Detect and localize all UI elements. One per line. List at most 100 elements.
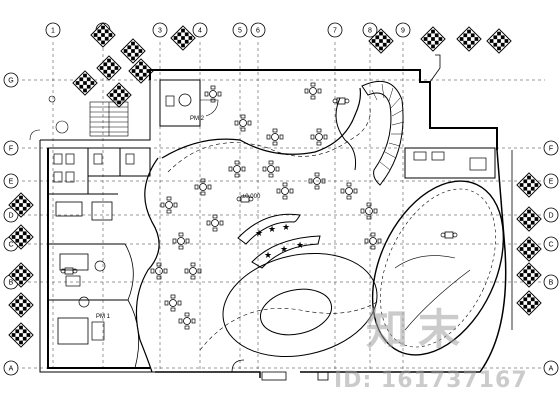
grid-label-right: C: [548, 242, 553, 249]
section-tag: [8, 322, 34, 348]
left-rooms: [47, 147, 151, 369]
grid-bubble: [45, 22, 61, 38]
section-tag: [516, 206, 542, 232]
table: [364, 232, 382, 250]
table: [304, 82, 322, 100]
elevation-label: ±0.000: [242, 194, 261, 200]
grid-bubble: [543, 236, 559, 252]
table: [164, 294, 182, 312]
grid-bubble: [543, 140, 559, 156]
grid-label-right: E: [549, 179, 554, 186]
grid-bubble: [250, 22, 266, 38]
room-label-pm1: PM 1: [96, 314, 111, 320]
landscape-trees: [48, 95, 69, 134]
table: [440, 231, 458, 239]
table: [194, 178, 212, 196]
grid-bubble: [395, 22, 411, 38]
section-tag: [456, 26, 482, 52]
section-tag: [90, 22, 116, 48]
grid-label-top: 7: [333, 28, 337, 35]
grid-bubble: [232, 22, 248, 38]
table: [178, 312, 196, 330]
room-label-pm2: PM 2: [190, 116, 205, 122]
section-tag: [170, 25, 196, 51]
table: [150, 262, 168, 280]
svg-text:★: ★: [268, 224, 276, 234]
grid-label-top: 5: [238, 28, 242, 35]
table: [276, 182, 294, 200]
table: [262, 160, 280, 178]
grid-bubble: [3, 72, 19, 88]
section-tag: [516, 262, 542, 288]
watermark-id: ID: 161737167: [334, 368, 528, 393]
grid-bubble: [543, 360, 559, 376]
grid-label-top: 1: [51, 28, 55, 35]
table: [340, 182, 358, 200]
svg-text:★: ★: [280, 244, 288, 254]
table: [266, 128, 284, 146]
grid-bubble: [362, 22, 378, 38]
section-tag: [516, 172, 542, 198]
table: [172, 232, 190, 250]
grid-label-left: F: [9, 146, 13, 153]
section-tag: [486, 28, 512, 54]
table: [206, 214, 224, 232]
grid-label-left: B: [9, 280, 14, 287]
svg-text:★: ★: [255, 228, 263, 238]
table: [228, 160, 246, 178]
grid-label-top: 6: [256, 28, 260, 35]
section-tag: [106, 82, 132, 108]
grid-bubble: [3, 207, 19, 223]
section-tag: [516, 290, 542, 316]
grid-bubble: [3, 140, 19, 156]
right-top-room: [404, 147, 496, 179]
dining-tables: [60, 82, 458, 330]
top-room: [159, 79, 219, 127]
reception-counter: ★ ★ ★ ★ ★ ★: [237, 213, 321, 269]
grid-label-top: 9: [401, 28, 405, 35]
table: [310, 128, 328, 146]
grid-bubble: [192, 22, 208, 38]
grid-label-left: E: [9, 179, 14, 186]
grid-bubbles-left: [3, 72, 19, 376]
table: [204, 85, 222, 103]
spiral-staircase: [335, 80, 405, 186]
table: [234, 114, 252, 132]
table: [184, 262, 202, 280]
grid-label-top: 3: [158, 28, 162, 35]
ceiling-outline: [167, 107, 381, 351]
svg-text:★: ★: [282, 222, 290, 232]
grid-bubble: [152, 22, 168, 38]
grid-bubble: [327, 22, 343, 38]
grid-label-right: F: [549, 146, 553, 153]
grid-label-right: B: [549, 280, 554, 287]
straight-staircase: [89, 101, 129, 137]
grid-label-right: A: [549, 366, 554, 373]
grid-bubbles-right: [543, 140, 559, 376]
grid-bubble: [543, 274, 559, 290]
grid-label-left: C: [8, 242, 13, 249]
grid-label-right: D: [548, 213, 553, 220]
grid-bubble: [543, 207, 559, 223]
section-tag: [420, 26, 446, 52]
grid-label-top: 4: [198, 28, 202, 35]
grid-bubbles-top: [45, 22, 411, 38]
grid-label-left: G: [8, 78, 13, 85]
svg-text:★: ★: [296, 240, 304, 250]
grid-label-left: D: [8, 213, 13, 220]
table: [60, 267, 78, 275]
grid-bubble: [3, 360, 19, 376]
section-tag: [8, 292, 34, 318]
section-tag: [516, 236, 542, 262]
lobby-wall: [135, 87, 362, 373]
table: [160, 196, 178, 214]
grid-label-left: A: [9, 366, 14, 373]
section-tag: [72, 70, 98, 96]
entrance: [231, 359, 329, 381]
svg-text:★: ★: [264, 250, 272, 260]
table: [332, 97, 350, 105]
grid-bubble: [3, 173, 19, 189]
oval-features: [222, 180, 505, 358]
table: [360, 202, 378, 220]
